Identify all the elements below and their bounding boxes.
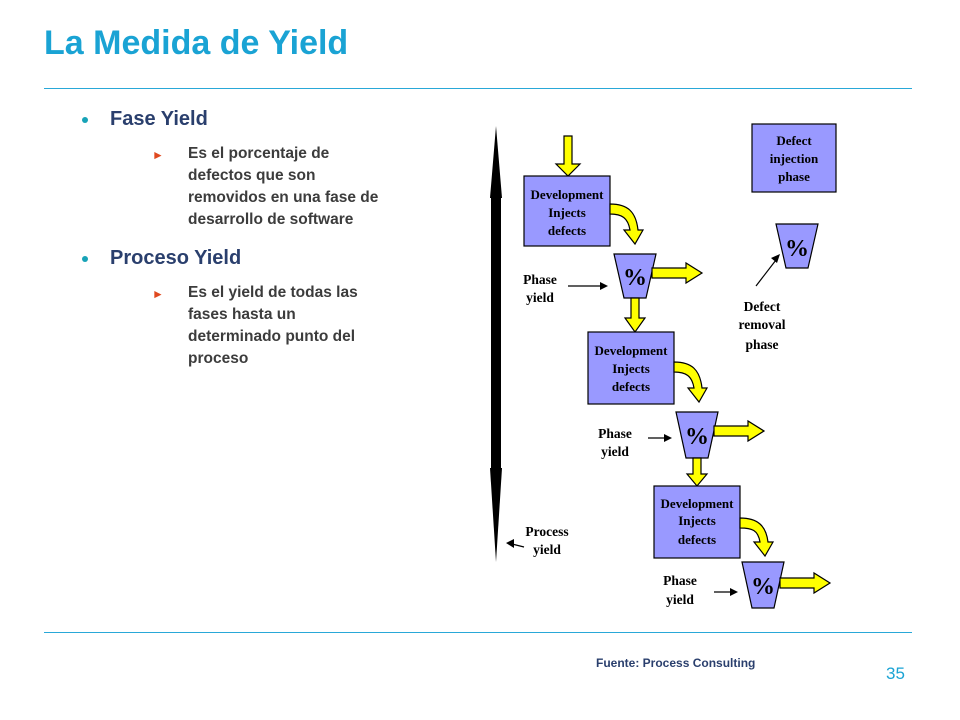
down-arrow bbox=[623, 297, 647, 334]
slide-title: La Medida de Yield bbox=[44, 24, 349, 62]
dev-box-line: Development bbox=[531, 187, 605, 202]
dev-box-line: defects bbox=[548, 223, 586, 238]
output-arrow bbox=[651, 261, 704, 285]
stage-2: Development Injects defects % Phase yiel… bbox=[587, 331, 766, 487]
legend-removal-line: Defect bbox=[744, 299, 781, 314]
curved-arrow bbox=[609, 203, 645, 246]
source-caption: Fuente: Process Consulting bbox=[596, 656, 756, 670]
legend-injection-box bbox=[751, 123, 837, 193]
process-yield-label: yield bbox=[533, 542, 561, 557]
phase-yield-label: yield bbox=[666, 592, 694, 607]
legend-injection-line: injection bbox=[770, 151, 819, 166]
dev-box bbox=[523, 175, 611, 247]
bottom-divider bbox=[44, 632, 912, 633]
legend-removal-line: phase bbox=[745, 337, 778, 352]
percent-funnel bbox=[741, 561, 785, 609]
legend-injection-line: phase bbox=[778, 169, 810, 184]
curved-arrow bbox=[673, 361, 709, 404]
curved-arrow bbox=[739, 517, 775, 558]
entry-arrow bbox=[554, 135, 582, 177]
dev-box-line: defects bbox=[678, 532, 716, 547]
sub-bullet: ► Es el yield de todas las fases hasta u… bbox=[110, 282, 380, 370]
triangle-bullet-icon: ► bbox=[152, 148, 164, 162]
phase-yield-label: yield bbox=[601, 444, 629, 459]
sub-bullet-text: Es el yield de todas las fases hasta un … bbox=[188, 284, 358, 367]
phase-yield-label: Phase bbox=[523, 272, 557, 287]
bullet-heading: Fase Yield bbox=[110, 108, 208, 130]
dev-box bbox=[587, 331, 675, 405]
dev-box-line: Development bbox=[595, 343, 669, 358]
pointer-arrowhead bbox=[771, 254, 780, 263]
legend: Defect injection phase % Defect removal … bbox=[739, 123, 837, 352]
dev-box-line: Development bbox=[661, 496, 735, 511]
dev-box bbox=[653, 485, 741, 559]
pointer-arrowhead bbox=[664, 434, 672, 442]
percent-symbol: % bbox=[623, 265, 647, 291]
bullet-heading: Proceso Yield bbox=[110, 247, 242, 269]
bullet-dot-icon bbox=[82, 117, 88, 123]
top-divider bbox=[44, 88, 912, 89]
legend-injection-line: Defect bbox=[776, 133, 812, 148]
sub-bullet: ► Es el porcentaje de defectos que son r… bbox=[110, 143, 380, 231]
stage-1: Development Injects defects % Phase yiel… bbox=[523, 175, 704, 334]
process-double-arrow bbox=[490, 126, 502, 562]
triangle-bullet-icon: ► bbox=[152, 287, 164, 301]
bullet-fase-yield: Fase Yield ► Es el porcentaje de defecto… bbox=[80, 108, 380, 231]
output-arrow bbox=[779, 571, 832, 595]
bullet-proceso-yield: Proceso Yield ► Es el yield de todas las… bbox=[80, 247, 380, 370]
percent-symbol: % bbox=[751, 574, 775, 600]
phase-yield-label: Phase bbox=[663, 573, 697, 588]
pointer-arrow bbox=[755, 259, 777, 287]
pointer-arrowhead bbox=[600, 282, 608, 290]
dev-box-line: defects bbox=[612, 379, 650, 394]
phase-yield-label: Phase bbox=[598, 426, 632, 441]
yield-diagram: Development Injects defects % Phase yiel… bbox=[490, 123, 837, 609]
stage-3: Development Injects defects % Phase yiel… bbox=[653, 485, 832, 609]
page-number: 35 bbox=[886, 664, 905, 683]
sub-bullet-text: Es el porcentaje de defectos que son rem… bbox=[188, 145, 379, 228]
pointer-arrowhead bbox=[730, 588, 738, 596]
legend-removal-line: removal bbox=[739, 317, 786, 332]
dev-box-line: Injects bbox=[548, 205, 586, 220]
down-arrow bbox=[685, 457, 709, 487]
percent-funnel bbox=[613, 253, 657, 299]
process-yield-label: Process bbox=[525, 524, 568, 539]
phase-yield-label: yield bbox=[526, 290, 554, 305]
dev-box-line: Injects bbox=[678, 513, 716, 528]
dev-box-line: Injects bbox=[612, 361, 650, 376]
percent-funnel bbox=[675, 411, 719, 459]
bullet-dot-icon bbox=[82, 256, 88, 262]
percent-symbol: % bbox=[785, 236, 809, 262]
bullet-list: Fase Yield ► Es el porcentaje de defecto… bbox=[80, 108, 380, 386]
percent-symbol: % bbox=[685, 424, 709, 450]
legend-percent-funnel bbox=[775, 223, 819, 269]
output-arrow bbox=[713, 419, 766, 443]
pointer-arrowhead bbox=[506, 539, 514, 548]
